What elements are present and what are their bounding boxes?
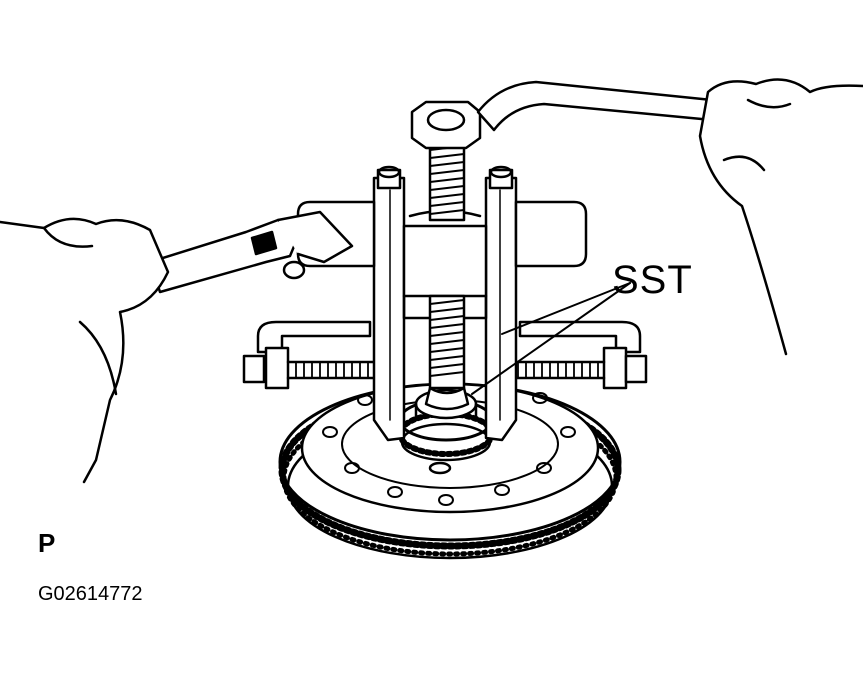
ring-wrench (476, 80, 714, 132)
puller-jaws (372, 165, 518, 442)
view-marker-letter: P (38, 528, 56, 558)
sst-callout-label: SST (612, 258, 693, 302)
forcing-screw (410, 100, 482, 411)
lower-crossbar (242, 320, 648, 390)
left-hand (0, 217, 170, 484)
sst-leader-lines (471, 282, 631, 395)
adjustable-wrench (148, 210, 354, 294)
right-hand (698, 78, 863, 356)
figure-id: G02614772 (38, 583, 143, 605)
bolt-holes (322, 392, 576, 506)
